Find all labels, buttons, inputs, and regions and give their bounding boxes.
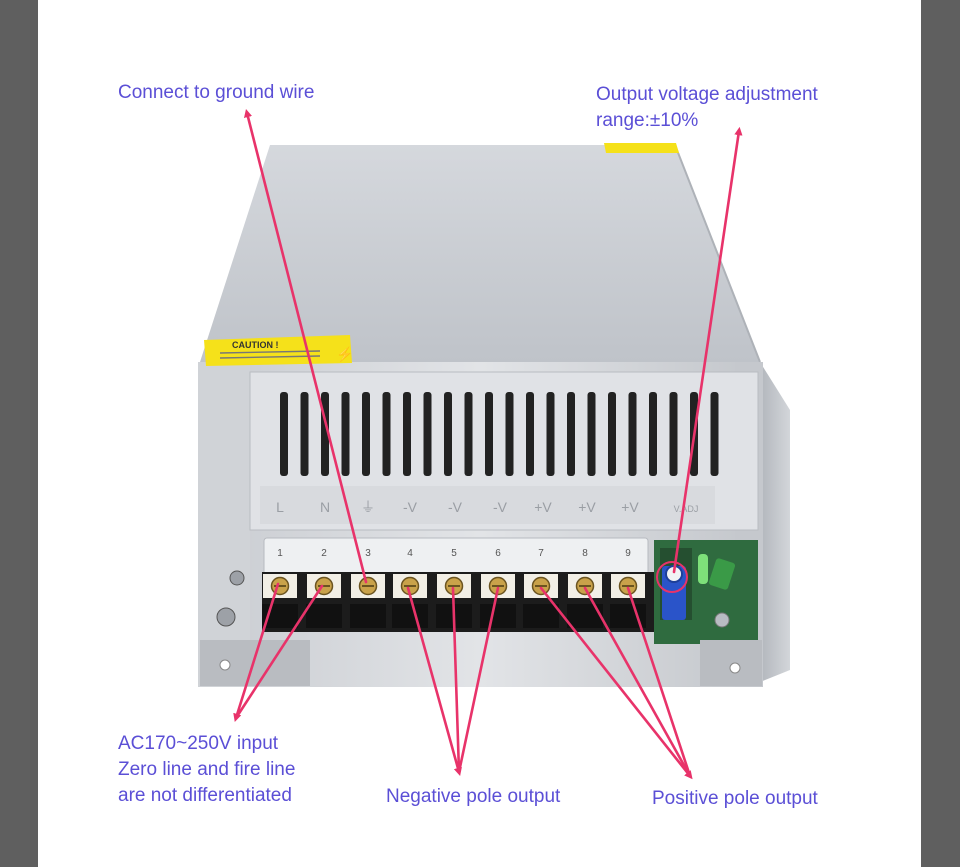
arrow-neg-3	[457, 586, 500, 774]
terminal-number: 4	[407, 548, 413, 559]
terminal-number: 3	[365, 548, 371, 559]
arrow-adjust	[672, 126, 743, 574]
vent-slot	[587, 392, 596, 476]
label-positive-line: Positive pole output	[652, 788, 818, 809]
vent-slot	[669, 392, 678, 476]
label-ground-line: Connect to ground wire	[118, 82, 315, 103]
terminal-screw	[523, 574, 559, 628]
high-voltage-icon: ⚡	[336, 346, 353, 363]
case-top	[200, 145, 760, 362]
case-side	[760, 362, 790, 682]
vent-slot	[341, 392, 350, 476]
ventilation-slots	[280, 392, 719, 476]
vent-slot	[608, 392, 616, 476]
arrow-neg-2	[451, 586, 461, 774]
terminal-number: 7	[538, 548, 544, 559]
label-negative-line: Negative pole output	[386, 786, 561, 807]
terminal-screw	[480, 574, 516, 628]
label-ac-line-3: are not differentiated	[118, 785, 292, 806]
arrow-pos-3	[626, 586, 692, 778]
terminal-marks: L N ⏚ -V -V -V +V +V +V V.ADJ	[276, 499, 698, 515]
terminal-number: 8	[582, 548, 588, 559]
terminal-mark: ⏚	[361, 499, 375, 515]
caution-sticker: CAUTION ! ⚡	[204, 335, 353, 366]
arrow-ac-1	[233, 582, 280, 722]
terminal-mark: +V	[534, 499, 552, 515]
vent-slot	[546, 392, 555, 476]
terminal-mark: N	[320, 499, 330, 515]
terminal-mark: -V	[403, 499, 418, 515]
arrow-ac-2	[234, 584, 324, 720]
top-sticker	[604, 143, 679, 153]
terminal-mark: -V	[448, 499, 463, 515]
control-pcb	[654, 540, 758, 644]
terminal-mark: -V	[493, 499, 508, 515]
arrow-ground	[243, 108, 368, 584]
vent-slot	[403, 392, 411, 476]
label-ground: Connect to ground wire	[118, 80, 314, 106]
terminal-screw	[306, 574, 342, 628]
arrow-pos-1	[539, 586, 693, 780]
vent-slot	[300, 392, 309, 476]
terminal-screw	[610, 574, 646, 628]
vent-slot	[444, 392, 452, 476]
vent-slot	[464, 392, 473, 476]
label-ac-line-1: AC170~250V input	[118, 733, 279, 754]
annotation-arrows	[233, 108, 743, 780]
terminal-number: 5	[451, 548, 457, 559]
terminal-number: 9	[625, 548, 631, 559]
label-ac-line-2: Zero line and fire line	[118, 759, 296, 780]
vent-slot	[362, 392, 370, 476]
mounting-hardware	[200, 570, 762, 686]
power-led	[698, 554, 708, 584]
label-ac-input: AC170~250V input Zero line and fire line…	[118, 731, 295, 809]
vent-slot	[280, 392, 288, 476]
vent-slot	[423, 392, 432, 476]
terminal-marks-strip	[260, 486, 715, 524]
vent-slot	[526, 392, 534, 476]
arrow-neg-1	[406, 586, 462, 777]
vent-slot	[710, 392, 719, 476]
capacitor	[708, 558, 736, 590]
label-positive-output: Positive pole output	[652, 786, 818, 812]
terminal-mark: +V	[578, 499, 596, 515]
vent-slot	[567, 392, 575, 476]
terminal-mark: +V	[621, 499, 639, 515]
vent-slot	[649, 392, 657, 476]
terminal-screw	[350, 574, 386, 628]
label-voltage-adjust: Output voltage adjustment range:±10%	[596, 82, 818, 134]
vent-slot	[505, 392, 514, 476]
terminal-number: 6	[495, 548, 501, 559]
terminal-mark: L	[276, 499, 284, 515]
vent-slot	[628, 392, 637, 476]
terminal-mark: V.ADJ	[674, 504, 699, 514]
arrow-pos-2	[583, 586, 692, 778]
terminal-number: 1	[277, 548, 283, 559]
vent-slot	[485, 392, 493, 476]
label-adjust-line-1: Output voltage adjustment	[596, 84, 818, 105]
terminal-number: 2	[321, 548, 327, 559]
label-negative-output: Negative pole output	[386, 784, 560, 810]
vent-slot	[382, 392, 391, 476]
label-adjust-line-2: range:±10%	[596, 110, 699, 131]
caution-text: CAUTION !	[232, 340, 279, 350]
terminal-numbers: 1 2 3 4 5 6 7 8 9	[277, 548, 631, 559]
